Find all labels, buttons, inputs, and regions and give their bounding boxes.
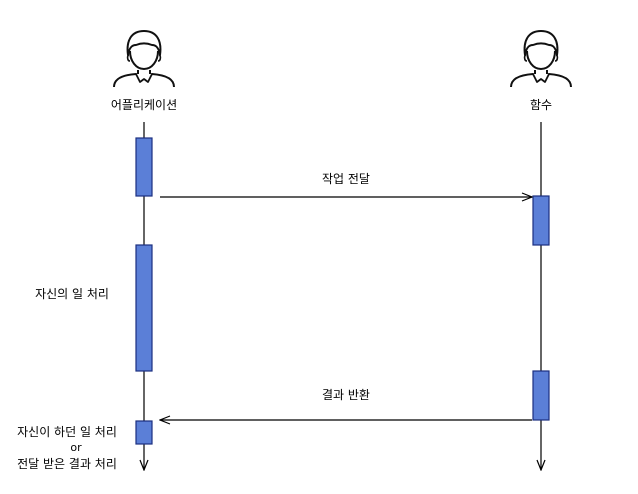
person-icon — [510, 30, 572, 88]
note-final-or: or — [70, 441, 82, 454]
message-label-response: 결과 반환 — [322, 388, 370, 402]
actor-label-function: 함수 — [530, 98, 552, 112]
activation-bar — [532, 370, 550, 421]
note-final-line1: 자신이 하던 일 처리 — [17, 425, 117, 439]
activation-bar — [135, 137, 153, 197]
message-label-request: 작업 전달 — [322, 172, 370, 186]
actor-label-application: 어플리케이션 — [111, 98, 177, 112]
person-icon — [113, 30, 175, 88]
note-own-work: 자신의 일 처리 — [35, 287, 109, 301]
activation-bar — [532, 195, 550, 246]
activation-bar — [135, 244, 153, 372]
activation-bar — [135, 420, 153, 445]
note-final-line3: 전달 받은 결과 처리 — [17, 457, 117, 471]
